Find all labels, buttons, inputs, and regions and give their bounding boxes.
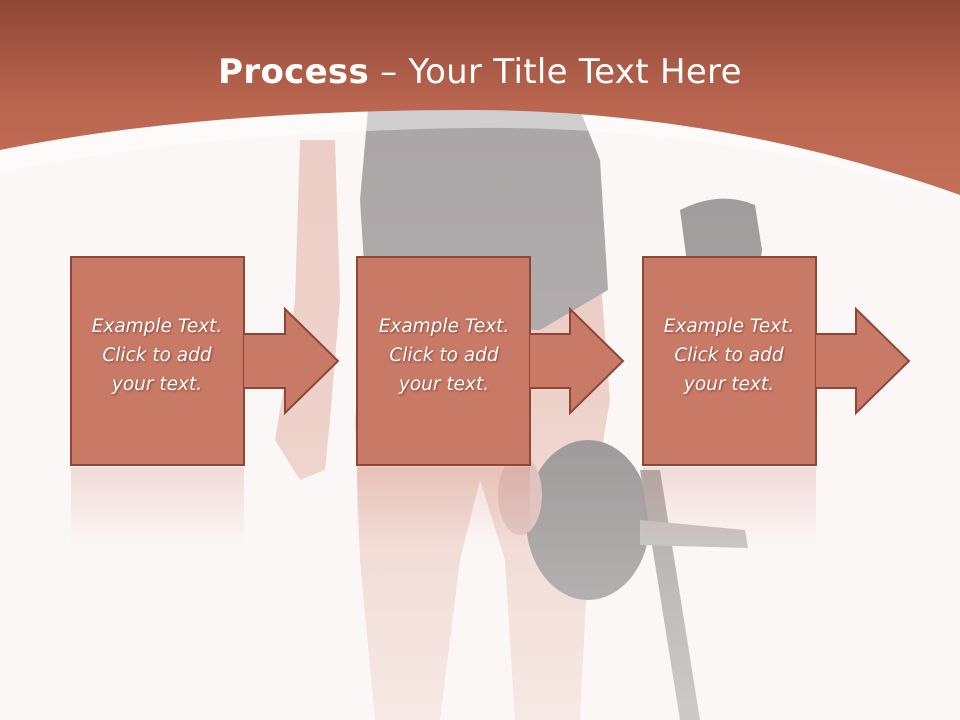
header-banner <box>0 0 960 198</box>
process-step-2[interactable] <box>356 256 625 547</box>
step-reflection <box>71 467 244 547</box>
page-title[interactable]: Process – Your Title Text Here <box>0 52 960 92</box>
step-reflection <box>643 467 816 547</box>
step-text-line: Click to add <box>389 345 499 366</box>
process-step-1[interactable] <box>70 256 340 547</box>
step-text-line: your text. <box>398 374 490 395</box>
step-2-text[interactable]: Example Text. Click to add your text. <box>358 312 530 399</box>
process-step-3[interactable] <box>642 256 911 547</box>
step-box[interactable] <box>70 256 245 466</box>
step-text-line: Click to add <box>674 345 784 366</box>
step-text-line: Example Text. <box>378 316 510 337</box>
step-1-text[interactable]: Example Text. Click to add your text. <box>71 312 243 399</box>
step-3-text[interactable]: Example Text. Click to add your text. <box>643 312 815 399</box>
title-rest: – Your Title Text Here <box>369 52 742 92</box>
step-box[interactable] <box>356 256 531 466</box>
step-text-line: your text. <box>683 374 775 395</box>
step-box[interactable] <box>642 256 817 466</box>
arrow-right-icon <box>244 306 340 416</box>
step-text-line: Example Text. <box>91 316 223 337</box>
arrow-right-icon <box>530 306 625 416</box>
arrow-right-icon <box>816 306 911 416</box>
step-text-line: your text. <box>111 374 203 395</box>
title-bold: Process <box>218 52 370 92</box>
step-text-line: Click to add <box>102 345 212 366</box>
step-reflection <box>357 467 530 547</box>
step-text-line: Example Text. <box>663 316 795 337</box>
